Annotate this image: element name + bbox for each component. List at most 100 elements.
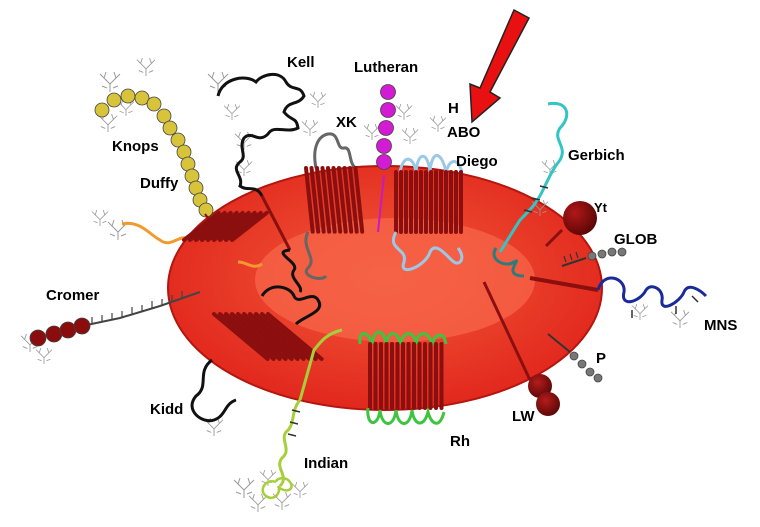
glycan-tree-icon <box>631 303 649 320</box>
label-duffy: Duffy <box>140 175 179 192</box>
glycan-tree-icon <box>233 477 255 498</box>
glycan-tree-icon <box>395 103 413 120</box>
transmembrane-helix <box>242 312 300 361</box>
transmembrane-helix <box>230 210 269 242</box>
kidd-antigen <box>190 285 324 423</box>
p-bead <box>577 359 587 369</box>
label-diego: Diego <box>456 153 498 170</box>
transmembrane-helix <box>200 210 239 242</box>
knops-bead <box>120 88 136 104</box>
lutheran-antigen <box>376 84 396 233</box>
transmembrane-helix <box>353 166 365 234</box>
transmembrane-helix <box>224 210 263 242</box>
glycan-tree-icon <box>670 309 690 328</box>
glycan-tree-icon <box>291 481 309 498</box>
label-abo: ABO <box>447 124 481 141</box>
transmembrane-helix <box>260 312 318 361</box>
lutheran-bead <box>378 120 394 136</box>
glycan-tree-icon <box>429 115 447 132</box>
label-gerbich: Gerbich <box>568 147 625 164</box>
indian-antigen <box>261 328 343 500</box>
red-arrow-icon <box>469 8 531 124</box>
label-lutheran: Lutheran <box>354 59 418 76</box>
glycan-tree-icon <box>301 119 319 136</box>
rh-antigen <box>358 330 448 425</box>
label-kidd: Kidd <box>150 401 183 418</box>
glycan-tree-icon <box>99 71 121 92</box>
glob-bead <box>617 247 627 257</box>
transmembrane-helix <box>206 210 245 242</box>
glycan-tree-icon <box>259 469 277 486</box>
glob-bead <box>587 251 597 261</box>
p-bead <box>585 367 595 377</box>
cromer-bead <box>59 321 77 339</box>
knops-bead <box>170 132 186 148</box>
transmembrane-helix <box>337 166 348 234</box>
label-knops: Knops <box>112 138 159 155</box>
glycan-tree-icon <box>363 123 381 140</box>
glycan-tree-icon <box>309 91 327 108</box>
lutheran-bead <box>380 102 396 118</box>
label-rh: Rh <box>450 433 470 450</box>
lw-antigen <box>482 281 560 416</box>
transmembrane-helix <box>254 312 312 361</box>
knops-bead <box>156 108 172 124</box>
transmembrane-helix <box>236 312 294 361</box>
transmembrane-helix <box>248 312 306 361</box>
mns-antigen <box>529 276 708 318</box>
transmembrane-helix <box>320 166 332 234</box>
label-xk: XK <box>336 114 357 131</box>
transmembrane-helix <box>342 166 354 234</box>
glycan-tree-icon <box>223 103 241 120</box>
glycan-tree-icon <box>248 493 268 512</box>
label-p: P <box>596 350 606 367</box>
cell-center <box>255 218 535 342</box>
transmembrane-helix <box>182 210 221 242</box>
label-mns: MNS <box>704 317 737 334</box>
p-bead <box>593 373 603 383</box>
knops-bead <box>134 90 150 106</box>
duffy-antigen <box>121 210 269 268</box>
transmembrane-helix <box>218 210 257 242</box>
p-antigen <box>547 333 603 383</box>
label-cromer: Cromer <box>46 287 100 304</box>
transmembrane-helix <box>212 210 251 242</box>
xk-antigen <box>304 132 365 280</box>
label-kell: Kell <box>287 54 315 71</box>
lw-disc-upper <box>528 374 552 398</box>
transmembrane-helix <box>309 166 321 234</box>
transmembrane-helix <box>315 166 326 234</box>
transmembrane-helix <box>212 312 270 361</box>
knops-bead <box>146 96 162 112</box>
cromer-bead <box>73 317 91 335</box>
gerbich-antigen <box>492 101 569 278</box>
cromer-bead <box>29 329 47 347</box>
yt-disc <box>563 201 597 235</box>
knops-bead <box>94 102 110 118</box>
label-yt: Yt <box>594 200 608 215</box>
glycan-tree-icon <box>136 57 156 76</box>
lutheran-bead <box>380 84 396 100</box>
kell-antigen <box>216 73 306 293</box>
label-indian: Indian <box>304 455 348 472</box>
glycan-tree-icon <box>35 347 53 364</box>
label-glob: GLOB <box>614 231 657 248</box>
lutheran-bead <box>376 138 392 154</box>
yt-antigen <box>544 201 597 248</box>
lutheran-bead <box>376 154 392 170</box>
transmembrane-helix <box>188 210 227 242</box>
glob-bead <box>607 247 617 257</box>
transmembrane-helix <box>224 312 282 361</box>
transmembrane-helix <box>331 166 343 234</box>
cromer-antigen <box>29 291 201 347</box>
glycan-tree-icon <box>91 209 109 226</box>
p-bead <box>569 351 579 361</box>
lw-disc-lower <box>536 392 560 416</box>
glycan-tree-icon <box>207 71 229 92</box>
glob-antigen <box>561 247 627 267</box>
glycan-tree-icon <box>401 127 419 144</box>
transmembrane-helix <box>230 312 288 361</box>
cromer-bead <box>45 325 63 343</box>
label-lw: LW <box>512 408 535 425</box>
